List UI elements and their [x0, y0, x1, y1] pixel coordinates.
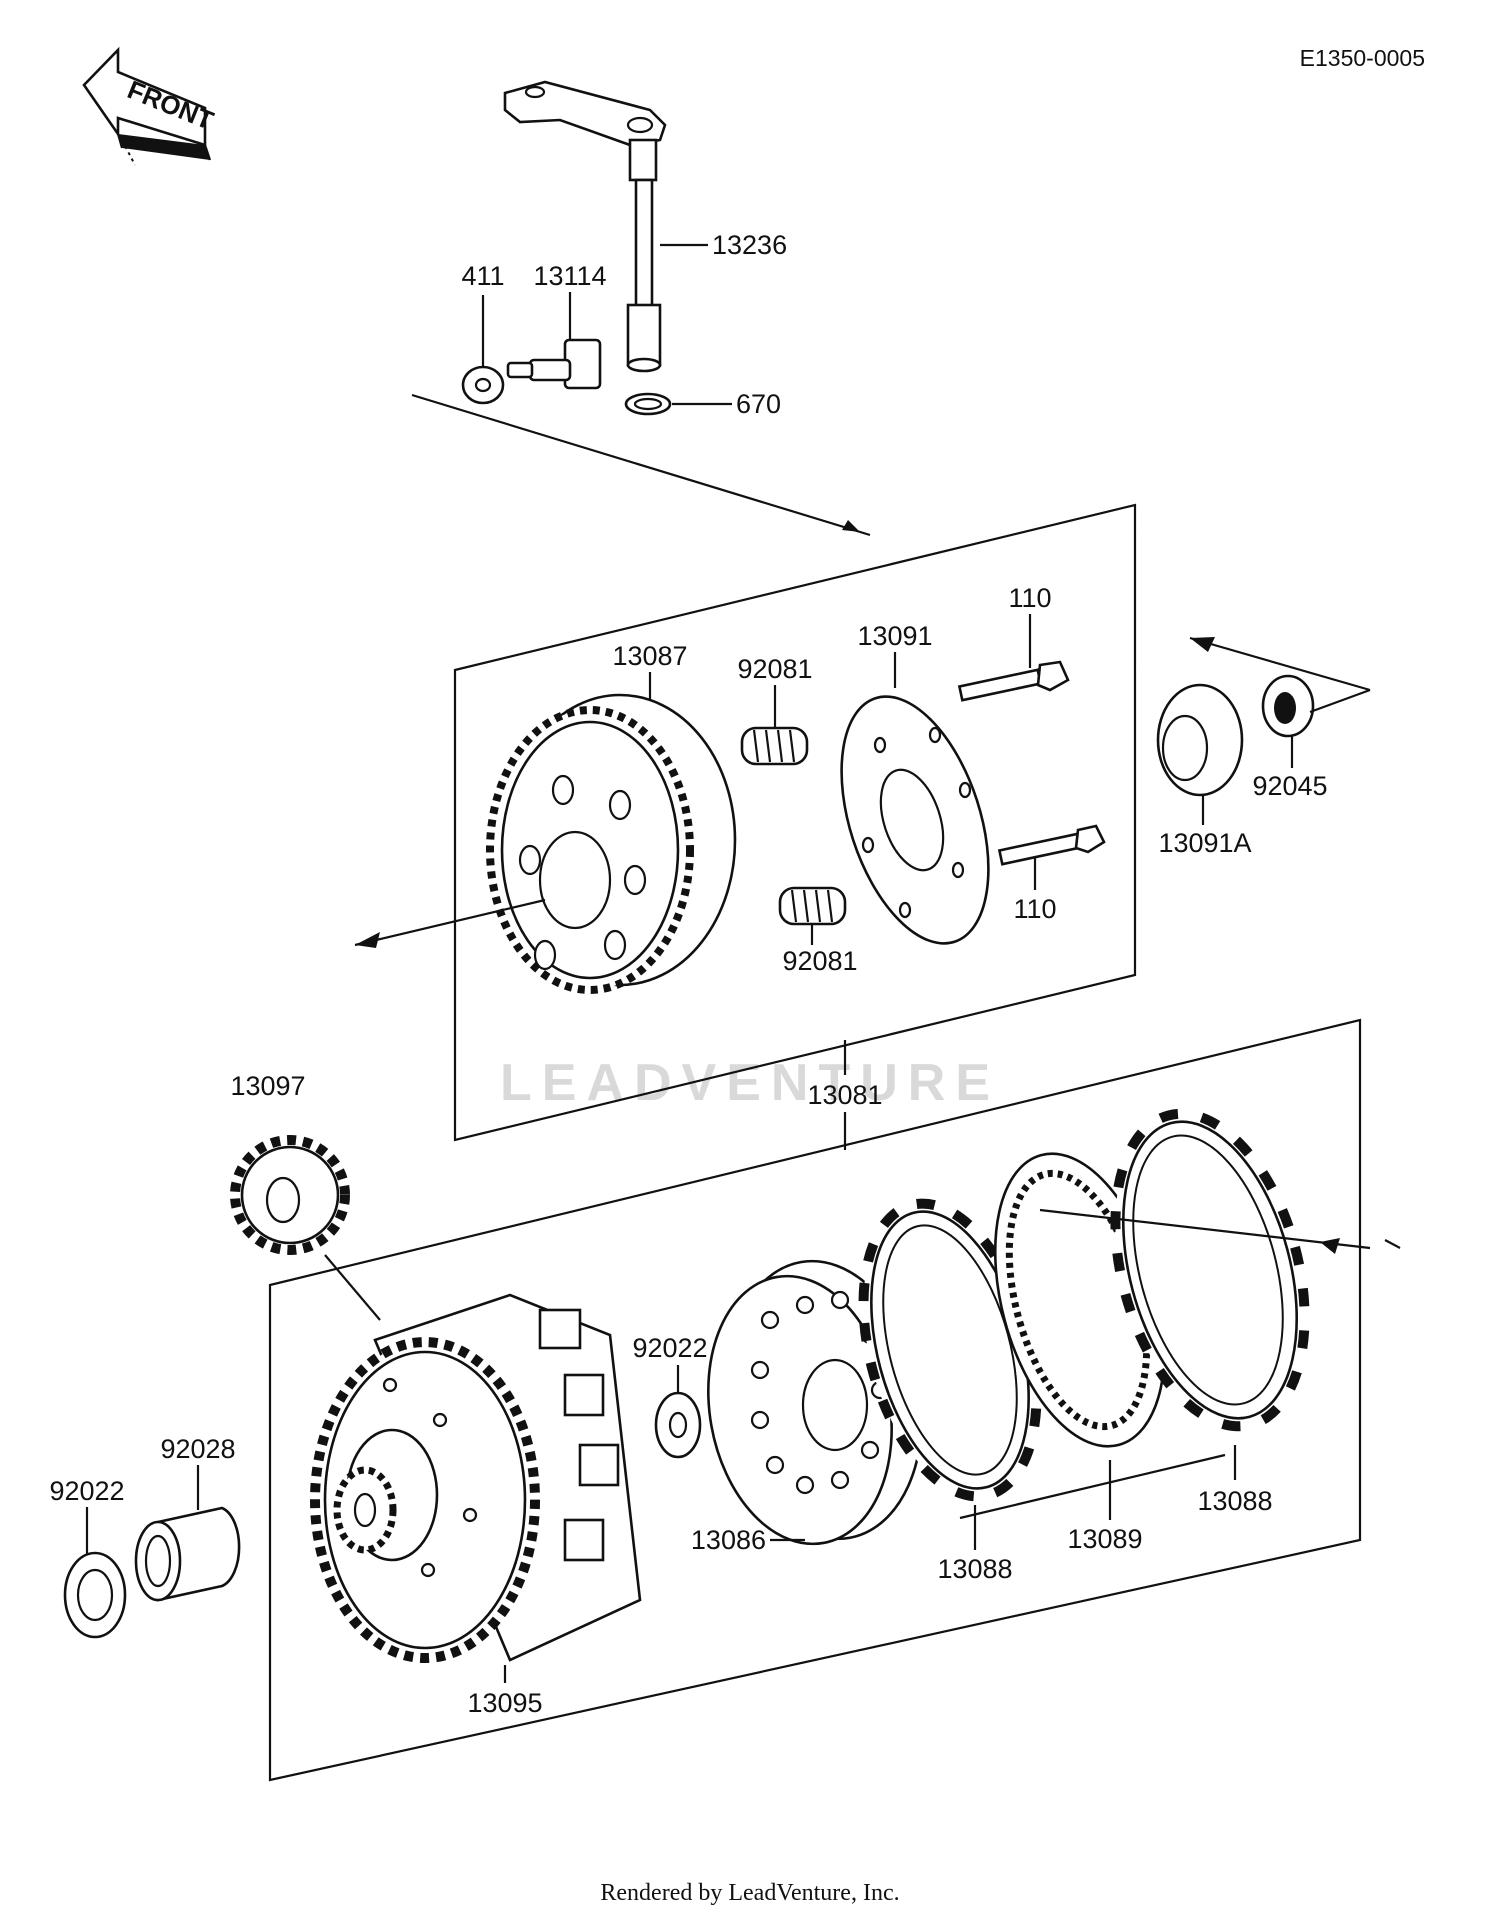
front-arrow-icon: FRONT: [82, 46, 218, 166]
part-label-13236: 13236: [712, 230, 787, 260]
part-label-13089: 13089: [1067, 1524, 1142, 1554]
gear-13097: [230, 1135, 350, 1255]
part-label-92022-mid: 92022: [632, 1333, 707, 1363]
release-lever-13236: [503, 80, 667, 373]
washer-411: [461, 365, 505, 405]
part-label-92081-top: 92081: [737, 654, 812, 684]
spring-92081-bottom: [778, 886, 847, 926]
part-label-13088-left: 13088: [937, 1554, 1012, 1584]
washer-92022-mid: [654, 1391, 702, 1459]
clutch-housing-13095: [310, 1293, 642, 1663]
part-label-92081-bottom: 92081: [782, 946, 857, 976]
part-label-92045: 92045: [1252, 771, 1327, 801]
part-label-411: 411: [461, 261, 504, 291]
bolt-110-top: [957, 660, 1070, 702]
pressure-plate-13091: [840, 695, 990, 945]
part-label-13086: 13086: [691, 1525, 766, 1555]
spring-92081-top: [740, 726, 809, 766]
friction-plate-13088-right: [1110, 1108, 1310, 1432]
bearing-92045: [1261, 674, 1315, 738]
pin-13114: [506, 338, 602, 390]
part-label-110-top: 110: [1008, 583, 1051, 613]
part-label-13091: 13091: [857, 621, 932, 651]
cap-13091A: [1156, 683, 1244, 797]
part-label-13087: 13087: [612, 641, 687, 671]
assembly-box-upper: [453, 503, 1137, 1142]
part-label-13081: 13081: [807, 1080, 882, 1110]
watermark: LEADVENTURE: [500, 1054, 1000, 1112]
diagram-code: E1350-0005: [1300, 45, 1425, 71]
part-label-13097: 13097: [230, 1071, 305, 1101]
part-label-13091A: 13091A: [1158, 828, 1251, 858]
sleeve-92028: [134, 1506, 241, 1602]
part-label-92022-left: 92022: [49, 1476, 124, 1506]
part-label-13088-right: 13088: [1197, 1486, 1272, 1516]
oring-670: [624, 392, 672, 416]
clutch-hub-13087: [486, 693, 737, 994]
part-label-13095: 13095: [467, 1688, 542, 1718]
washer-92022-left: [63, 1551, 127, 1639]
bolt-110-bottom: [997, 824, 1106, 866]
part-label-110-bottom: 110: [1013, 894, 1056, 924]
assembly-box-lower: [268, 1018, 1362, 1782]
footer-credit: Rendered by LeadVenture, Inc.: [600, 1880, 900, 1906]
part-label-92028: 92028: [160, 1434, 235, 1464]
part-label-13114: 13114: [533, 261, 606, 291]
friction-plate-13088-left: [858, 1198, 1042, 1502]
part-label-670: 670: [736, 389, 781, 419]
